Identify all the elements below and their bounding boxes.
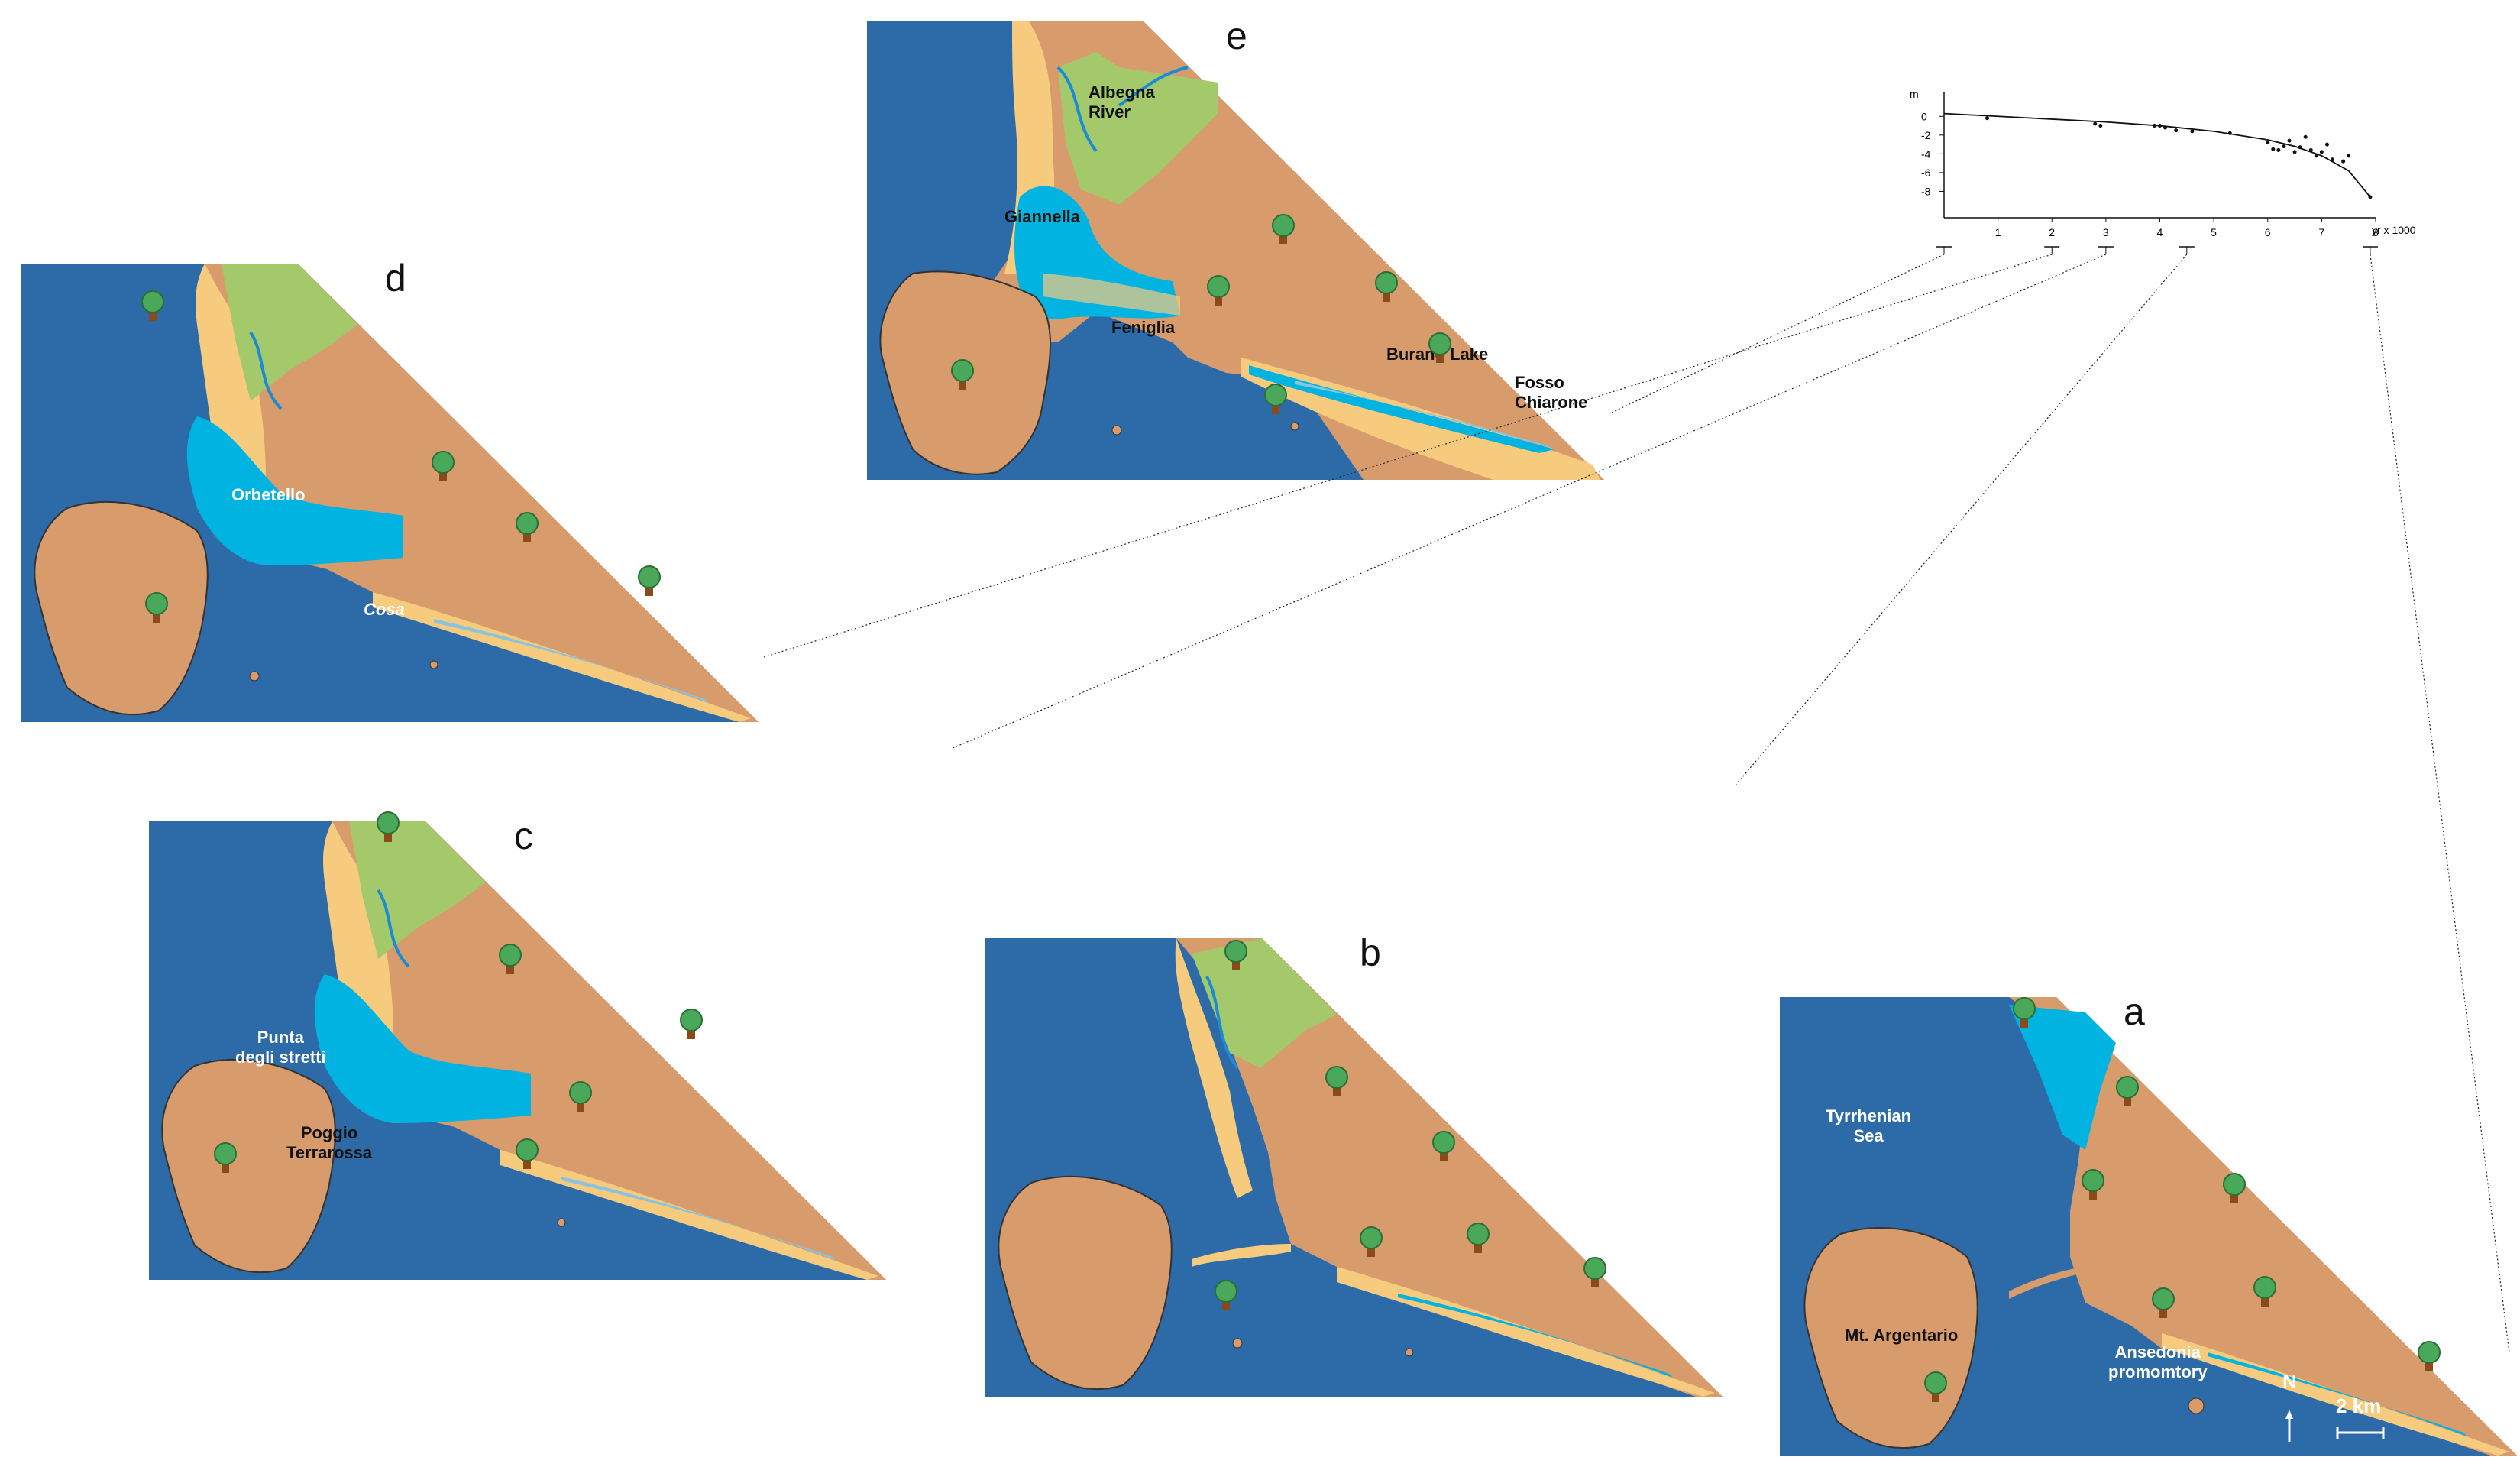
- svg-text:8: 8: [2373, 226, 2379, 238]
- svg-text:-4: -4: [1921, 147, 1931, 160]
- chart-point: [2303, 134, 2308, 139]
- panel-letter-c: c: [514, 814, 533, 857]
- chart-point: [2314, 154, 2318, 158]
- panel-letter-b: b: [1360, 931, 1381, 974]
- svg-text:-2: -2: [1921, 129, 1931, 141]
- chart-y-tick: -2: [1921, 129, 1944, 141]
- label-fosso-chiarone: Fosso Chiarone: [1515, 373, 1587, 413]
- label-burano-lake: Burano Lake: [1386, 345, 1489, 364]
- chart-point: [2158, 124, 2162, 128]
- chart-point: [2093, 121, 2098, 126]
- chart-point: [2341, 159, 2346, 164]
- label-punta-degli-stretti: Punta degli stretti: [235, 1028, 326, 1067]
- label-poggio-line1: Poggio: [300, 1123, 358, 1142]
- chart-point: [2266, 141, 2270, 145]
- label-ansedonia: Ansedonia promomtory: [2108, 1342, 2208, 1382]
- chart-point: [2308, 147, 2313, 152]
- chart-point: [2324, 142, 2329, 147]
- label-ansedonia-line1: Ansedonia: [2114, 1342, 2201, 1362]
- label-albegna-line2: River: [1089, 102, 1131, 121]
- chart-x-tick: 7: [2318, 218, 2324, 238]
- label-ansedonia-line2: promomtory: [2108, 1362, 2208, 1381]
- label-poggio-line2: Terrarossa: [286, 1143, 373, 1162]
- chart-y-tick: -8: [1921, 185, 1944, 197]
- chart-y-tick: -4: [1921, 147, 1944, 160]
- label-orbetello: Orbetello: [231, 485, 306, 504]
- chart-y-tick: 0: [1921, 110, 1944, 122]
- label-fosso-line2: Chiarone: [1515, 393, 1588, 412]
- svg-text:5: 5: [2211, 226, 2217, 238]
- label-punta-line1: Punta: [257, 1028, 304, 1047]
- svg-text:6: 6: [2265, 226, 2271, 238]
- label-giannella: Giannella: [1004, 207, 1081, 226]
- label-scale-bar: 2 km: [2336, 1394, 2382, 1417]
- chart-point: [2276, 147, 2281, 152]
- chart-y-tick: -6: [1921, 167, 1944, 179]
- chart-point: [2227, 131, 2232, 135]
- map-panel-e: e Albegna River Giannella Feniglia Buran…: [867, 15, 1604, 480]
- map-panel-c: c Punta degli stretti Poggio Terrarossa: [149, 814, 886, 1280]
- panel-letter-a: a: [2124, 990, 2145, 1033]
- panel-letter-d: d: [385, 257, 406, 300]
- map-panel-a: a Tyrrhenian Sea Mt. Argentario Ansedoni…: [1780, 990, 2517, 1456]
- chart-point: [2331, 157, 2334, 162]
- label-albegna-line1: Albegna: [1089, 83, 1155, 102]
- svg-text:-8: -8: [1921, 185, 1931, 197]
- chart-xlabel: yr x 1000: [2372, 224, 2416, 236]
- chart-x-tick: 4: [2157, 218, 2163, 238]
- chart-point: [2174, 128, 2179, 133]
- chart-point: [2292, 150, 2297, 154]
- chart-point: [2287, 138, 2292, 143]
- label-north: N: [2282, 1370, 2297, 1393]
- chart-x-tick: 6: [2265, 218, 2271, 238]
- map-panel-d: d Orbetello Cosa: [21, 257, 759, 722]
- chart-point: [2271, 147, 2276, 151]
- chart-point: [2190, 129, 2195, 134]
- svg-text:0: 0: [1921, 110, 1927, 122]
- chart-x-tick: 2: [2049, 218, 2055, 238]
- chart-point: [2298, 145, 2302, 150]
- svg-text:2: 2: [2049, 226, 2055, 238]
- chart-ylabel: m: [1910, 88, 1919, 100]
- chart-point: [1985, 116, 1989, 121]
- svg-text:-6: -6: [1921, 167, 1931, 179]
- label-poggio-terrarossa: Poggio Terrarossa: [286, 1123, 372, 1163]
- chart-point: [2368, 195, 2373, 199]
- chart-point: [2152, 124, 2156, 128]
- chart-x-tick: 3: [2103, 218, 2109, 238]
- label-albegna-river: Albegna River: [1089, 83, 1155, 122]
- svg-text:1: 1: [1995, 226, 2001, 238]
- label-mt-argentario: Mt. Argentario: [1845, 1326, 1959, 1345]
- label-punta-line2: degli stretti: [235, 1048, 326, 1067]
- chart-x-tick: 8: [2373, 218, 2379, 238]
- chart-point: [2163, 125, 2168, 130]
- chart-point: [2098, 124, 2103, 128]
- chart-sea-level-curve: [1943, 112, 2371, 198]
- chart-point: [2319, 150, 2324, 154]
- panel-letter-e: e: [1226, 15, 1247, 57]
- chart-point: [2347, 154, 2351, 158]
- svg-text:4: 4: [2157, 226, 2163, 238]
- label-feniglia: Feniglia: [1111, 318, 1176, 337]
- label-tyrrhenian-sea: Tyrrhenian Sea: [1826, 1106, 1911, 1146]
- svg-text:3: 3: [2103, 226, 2109, 238]
- chart-x-tick: 5: [2211, 218, 2217, 238]
- label-cosa: Cosa: [364, 600, 405, 619]
- period-marker-b: [1733, 246, 2195, 788]
- svg-text:7: 7: [2318, 226, 2324, 238]
- chart-point: [2282, 144, 2286, 149]
- label-sea-line2: Sea: [1853, 1126, 1884, 1145]
- chart-x-tick: 1: [1995, 218, 2001, 238]
- map-panel-b: b: [985, 931, 1723, 1397]
- label-fosso-line1: Fosso: [1515, 373, 1564, 392]
- label-sea-line1: Tyrrhenian: [1826, 1106, 1912, 1125]
- period-marker-e: [1611, 246, 1952, 413]
